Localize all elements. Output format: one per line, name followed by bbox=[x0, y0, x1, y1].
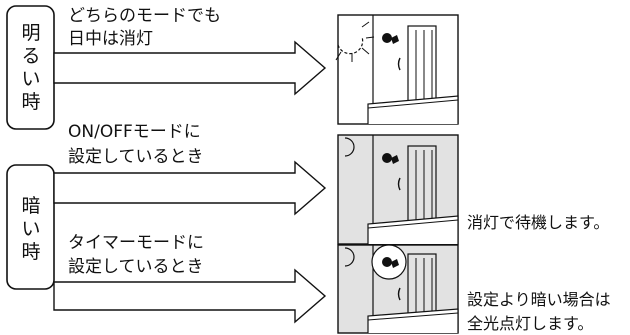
panel-daytime bbox=[335, 14, 459, 125]
timer-text-line2: 設定しているとき bbox=[68, 257, 204, 277]
dark-box bbox=[6, 164, 55, 290]
panel-lit bbox=[337, 244, 459, 334]
arrow-timer bbox=[53, 268, 327, 324]
dark-side-label: 暗 い 時 bbox=[21, 195, 41, 263]
bright-text-line2: 日中は消灯 bbox=[68, 29, 153, 49]
standby-caption: 消灯で待機します。 bbox=[467, 213, 610, 232]
panel-standby bbox=[337, 134, 459, 245]
arrow-bright bbox=[53, 40, 327, 96]
lit-caption-line2: 全光点灯します。 bbox=[467, 314, 594, 333]
timer-text-line1: タイマーモードに bbox=[68, 233, 204, 253]
onoff-text-line1: ON/OFFモードに bbox=[68, 122, 201, 142]
bright-text-line1: どちらのモードでも bbox=[68, 6, 221, 26]
lit-caption-line1: 設定より暗い場合は bbox=[467, 290, 611, 309]
bright-side-label: 明 る い 時 bbox=[21, 22, 41, 113]
onoff-text-line2: 設定しているとき bbox=[68, 147, 204, 167]
arrow-onoff bbox=[53, 160, 327, 216]
